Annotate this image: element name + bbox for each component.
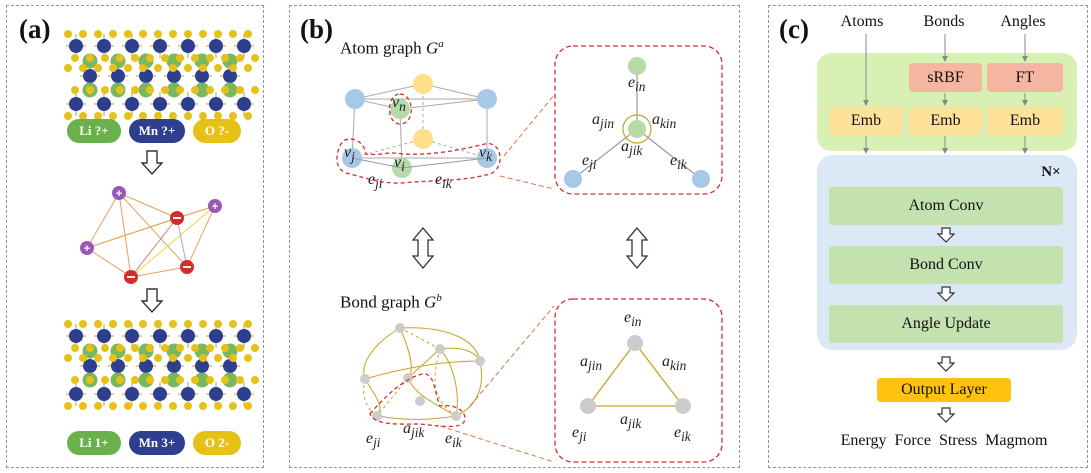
atom-graph [336,45,723,463]
bond-zoom-box [554,298,723,463]
node-back-top [413,74,433,94]
anion-node [170,211,184,225]
zoom-bond-label-eik: eik [674,424,691,445]
flow-arrows [863,34,1028,423]
angle-emb-box: Emb [987,107,1063,135]
anion-node [180,260,194,274]
bond-node [360,374,370,384]
bond-node [475,356,485,366]
node-top-left [345,89,365,109]
atom-emb-box: Emb [829,107,903,135]
label-eik: eik [435,171,452,192]
bond-label-eji: eji [366,430,381,451]
zoom-label-eji: eji [582,152,597,173]
down-arrow-icon [140,288,164,314]
zoom-label-ein: ein [628,74,646,95]
o-unknown-badge: O ?- [193,119,241,143]
bond-node [415,396,425,406]
down-arrow-icon [936,227,956,243]
label-vi: vi [394,154,405,175]
zoom-node-k [692,170,710,188]
zoom-bond-label-eji: eji [572,424,587,445]
label-vk: vk [479,144,493,165]
zoom-node-n [628,57,646,75]
ft-box: FT [987,63,1063,92]
highlight-path [336,138,501,184]
cation-node: + [208,199,222,213]
zoom-node-j [564,170,582,188]
atom-graph-title: Atom graph Ga [340,38,444,58]
panel-a-label: (a) [19,14,51,44]
zoom-node-i [628,120,646,138]
output-targets: Energy Force Stress Magmom [840,432,1048,449]
label-vn: vn [392,94,406,115]
zoom-bond-node-in [627,335,643,351]
input-atoms: Atoms [840,13,884,30]
panel-b: (b) Atom graph Ga [289,5,740,468]
bond-node [451,411,461,421]
zoom-bond-node-ik [675,398,691,414]
panel-c-label: (c) [779,14,809,44]
down-arrow-icon [936,407,956,423]
angle-marker [622,114,652,144]
bond-conv-layer: Bond Conv [829,246,1063,284]
down-arrow-icon [936,356,956,372]
panel-c: (c) Atoms Bonds Angles sRBF FT Emb Emb E… [768,5,1088,468]
li-assigned-badge: Li 1+ [67,431,121,455]
svg-text:+: + [84,243,90,255]
input-bonds: Bonds [923,13,965,30]
double-arrow-icon [411,226,435,270]
mn-assigned-badge: Mn 3+ [129,431,185,455]
double-arrow-icon [625,226,649,270]
li-unknown-badge: Li ?+ [67,119,121,143]
zoom-label-ajin: ajin [592,111,615,132]
node-back-bottom [413,129,433,149]
atom-zoom-box [554,45,723,195]
bond-emb-box: Emb [909,107,982,135]
bond-node [403,373,413,383]
zoom-label-eik: eik [670,152,687,173]
zoom-label-akin: akin [652,111,677,132]
cation-node: + [80,241,94,255]
svg-text:+: + [212,201,218,213]
input-angles: Angles [1000,13,1046,30]
panel-b-label: (b) [300,14,333,44]
bond-node [372,411,382,421]
zoom-bond-label-ajin: ajin [580,353,603,374]
bond-graph-title: Bond graph Gb [340,292,442,312]
highlight-vn [388,93,412,125]
anion-node [124,270,138,284]
zoom-bond-label-ein: ein [624,309,642,330]
label-vj: vj [344,144,355,165]
atom-conv-layer: Atom Conv [829,187,1063,225]
bond-highlight [369,373,466,428]
repeat-label: N× [1041,163,1061,180]
bond-label-eik: eik [445,430,462,451]
o-assigned-badge: O 2- [193,431,241,455]
panel-a: (a) Li ?+ Mn ?+ O ?- + + + [6,5,264,468]
angle-update-layer: Angle Update [829,305,1063,343]
down-arrow-icon [936,286,956,302]
cation-node: + [112,186,126,200]
zoom-bond-node-ji [580,398,596,414]
output-layer: Output Layer [877,378,1011,402]
bond-node [395,323,405,333]
label-eji: eji [368,171,383,192]
bond-node [435,344,445,354]
down-arrow-icon [140,150,164,176]
zoom-label-ajik: ajik [621,138,643,159]
zoom-bond-label-ajik: ajik [620,411,642,432]
svg-text:+: + [116,188,122,200]
charge-graph: + + + [80,186,222,284]
node-vn [390,99,410,119]
srbf-box: sRBF [909,63,982,92]
bond-label-ajik: ajik [403,420,425,441]
crystal-structure-assigned [64,320,259,410]
node-top-right [477,89,497,109]
crystal-structure-unknown [64,30,259,120]
mn-unknown-badge: Mn ?+ [129,119,185,143]
zoom-bond-label-akin: akin [662,353,687,374]
